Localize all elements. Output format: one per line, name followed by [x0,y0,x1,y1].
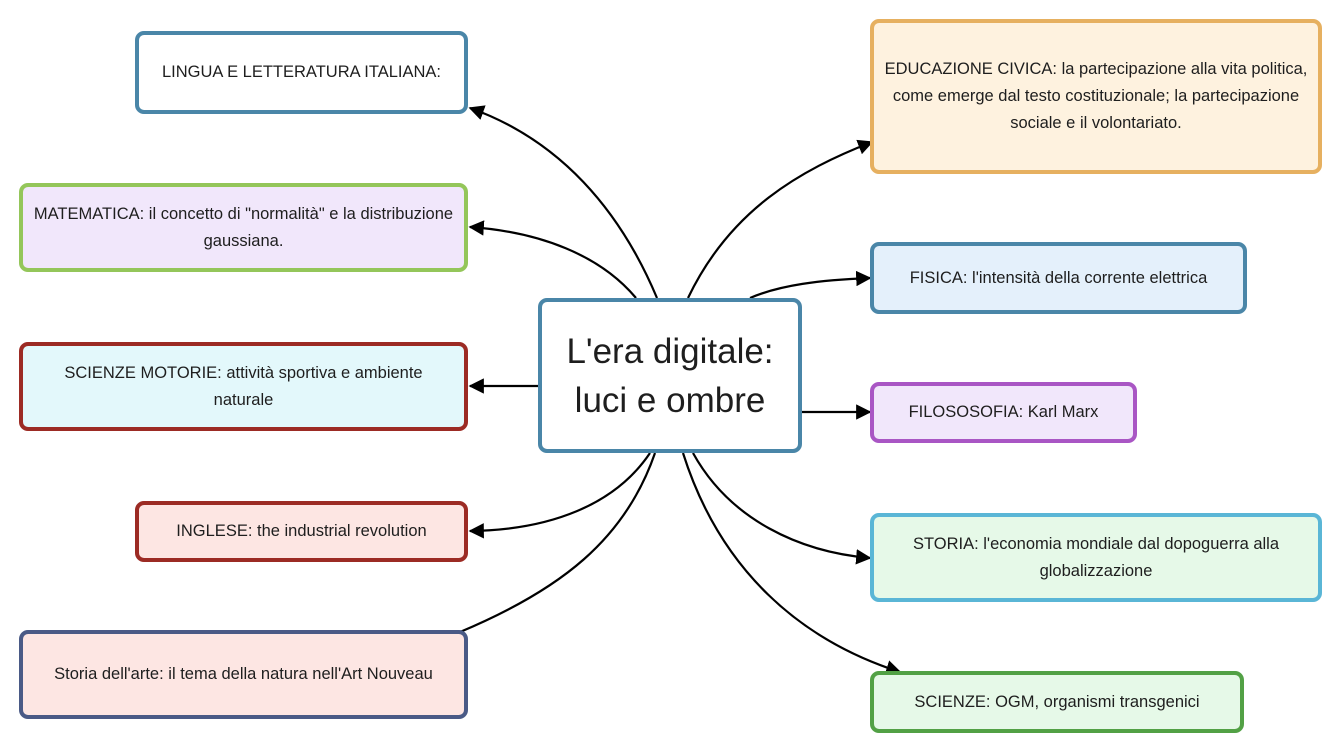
edge-inglese [468,452,651,539]
node-fisica[interactable]: FISICA: l'intensità della corrente elett… [870,242,1247,314]
node-label: STORIA: l'economia mondiale dal dopoguer… [912,534,1280,580]
node-label: Storia dell'arte: il tema della natura n… [54,665,433,683]
node-label: EDUCAZIONE CIVICA: la partecipazione all… [884,60,1308,132]
node-label: FISICA: l'intensità della corrente elett… [909,268,1208,287]
node-storia-arte[interactable]: Storia dell'arte: il tema della natura n… [19,630,468,719]
edge-scienze [681,452,902,676]
central-topic-line2: luci e ombre [574,380,766,420]
node-label: MATEMATICA: il concetto di "normalità" e… [33,204,454,250]
edge-educazione-civica [687,139,874,299]
node-scienze[interactable]: SCIENZE: OGM, organismi transgenici [870,671,1244,733]
edge-fisica [749,270,872,300]
node-inglese[interactable]: INGLESE: the industrial revolution [135,501,468,562]
edge-matematica [468,220,637,299]
node-filosofia[interactable]: FILOSOSOFIA: Karl Marx [870,382,1137,443]
edge-storia [692,452,872,565]
central-topic-line1: L'era digitale: [566,331,774,371]
node-storia[interactable]: STORIA: l'economia mondiale dal dopoguer… [870,513,1322,602]
node-lingua-letteratura[interactable]: LINGUA E LETTERATURA ITALIANA: [135,31,468,114]
node-label: LINGUA E LETTERATURA ITALIANA: [161,63,442,81]
node-label: INGLESE: the industrial revolution [176,522,427,540]
node-label: FILOSOSOFIA: Karl Marx [908,403,1099,421]
node-matematica[interactable]: MATEMATICA: il concetto di "normalità" e… [19,183,468,272]
edge-storia-arte [459,452,657,634]
central-topic[interactable]: L'era digitale: luci e ombre [538,298,802,453]
node-scienze-motorie[interactable]: SCIENZE MOTORIE: attività sportiva e amb… [19,342,468,431]
node-label: SCIENZE: OGM, organismi transgenici [914,692,1200,711]
node-educazione-civica[interactable]: EDUCAZIONE CIVICA: la partecipazione all… [870,19,1322,174]
node-label: SCIENZE MOTORIE: attività sportiva e amb… [64,363,423,409]
edge-lingua [468,105,659,299]
